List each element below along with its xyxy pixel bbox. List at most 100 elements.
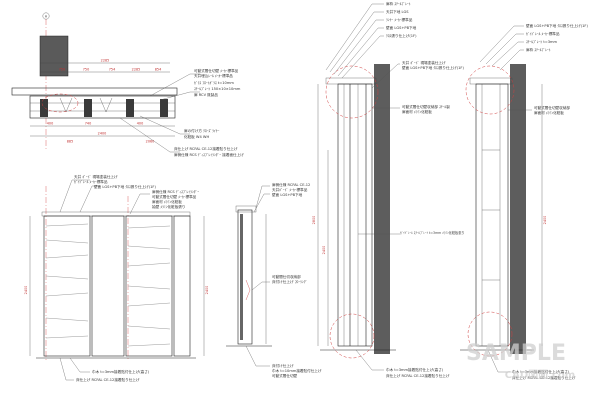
sl-frame xyxy=(337,83,373,347)
sr-note-bottom-0: 巾木 t=3mm接着貼付仕上げ(高さ) xyxy=(512,369,570,374)
plan-note-0: 可動式間仕切壁 ﾒｰｶｰ標準品 xyxy=(194,68,239,73)
sl-note-top-3: 壁面 LGS+PB下地 xyxy=(386,25,417,30)
plan-post-4 xyxy=(160,99,168,117)
sl-wall-dark xyxy=(374,64,390,354)
sr-note-top-3: 扉枠 ｽﾁｰﾙﾌﾟﾚｰﾄ xyxy=(526,47,551,52)
elev-note-3: 扉側仕様 RCS ﾃﾞｨｽﾌﾟﾚｲﾗﾝﾀﾞｰ xyxy=(152,189,199,194)
side-note-1: 天井ﾎﾞｰﾄﾞ ﾒｰｶｰ標準品 xyxy=(272,187,308,192)
sr-leader-bottom xyxy=(487,349,510,373)
sr-dim-0: 2400 xyxy=(543,216,547,225)
wall-block xyxy=(39,35,69,77)
elev-dim-1: 2400 xyxy=(205,286,209,295)
plan-dim-bottom-1: 740 xyxy=(85,122,91,126)
sl-leader-mid-1 xyxy=(371,63,400,89)
sr-frame xyxy=(475,83,509,347)
sr-note-top-0: 壁面 LGS+PB下地 ｸﾛｽ張り仕上げ(1F) xyxy=(526,23,588,28)
plan-note-6: 化粧板 W4 WH xyxy=(184,134,209,139)
side-note-3: 可動間仕切収納部 xyxy=(272,274,301,279)
elev-panel-right xyxy=(125,215,173,357)
sl-dim-0: 2800 xyxy=(312,216,316,225)
side-wall-core xyxy=(240,214,243,340)
sl-note-top-2: ﾗﾝﾅｰ ﾒｰｶｰ標準品 xyxy=(386,17,413,22)
section-left-top-leaders xyxy=(325,3,384,79)
watermark-site: CAD図面.com xyxy=(505,369,575,381)
section-right-top-leaders xyxy=(479,25,524,71)
sl-note-top-0: 扉枠 ｽﾁｰﾙﾌﾟﾚｰﾄ xyxy=(386,1,411,6)
plan-dim-bottom-3: 2400 xyxy=(98,132,107,136)
plan-dim-bottom-2: 400 xyxy=(137,122,143,126)
plan-dim-bottom-5: 2060 xyxy=(146,140,155,144)
plan-post-1 xyxy=(40,99,48,117)
plan-dim-top-5: 854 xyxy=(155,68,161,72)
side-head xyxy=(235,205,257,213)
plan-note-7: 床仕上げ RCFAL CE-12接着貼り仕上げ xyxy=(174,146,238,151)
watermark-text: SAMPLE xyxy=(466,341,566,366)
elev-leader-5 xyxy=(59,357,74,381)
elev-note-4: 可動式間仕切壁 ﾒｰｶｰ標準品 xyxy=(152,194,197,199)
side-note-2: 壁面 LGS+PB下地 xyxy=(272,192,303,197)
plan-partition-body xyxy=(29,95,176,119)
sl-note-top-1: 天井下地 LGS xyxy=(386,9,409,14)
sr-note-top-1: ｶﾞｲﾄﾞﾚｰﾙ ﾒｰｶｰ標準品 xyxy=(526,31,560,36)
sl-leader-bottom xyxy=(355,349,384,371)
elev-note-bottom-0: 巾木 t=3mm接着貼付仕上げ(高さ) xyxy=(92,369,150,374)
plan-dim-top-4: 2285 xyxy=(132,68,141,72)
sl-note-mid-0: 天井 ﾎﾞｰﾄﾞ 現場塗装仕上げ xyxy=(402,60,446,65)
sl-note-top-4: ｸﾛｽ張り仕上げ(1F) xyxy=(386,33,417,38)
elev-note-6: 袖壁 ﾒﾗﾐﾝ化粧板張り xyxy=(152,204,186,209)
side-note-0: 扉側仕様 RCFAL CE-12 xyxy=(272,182,310,187)
side-note-bottom-2: 可動式間仕切壁 xyxy=(272,373,298,378)
side-detail-mark xyxy=(245,279,251,301)
side-note-bottom-1: 巾木 t=10mm接着貼付仕上げ xyxy=(272,368,322,373)
section-left-view: 扉枠 ｽﾁｰﾙﾌﾟﾚｰﾄ 天井下地 LGS ﾗﾝﾅｰ ﾒｰｶｰ標準品 壁面 LG… xyxy=(312,1,465,378)
plan-note-8: 扉側仕様 RCS ﾃﾞｨｽﾌﾟﾚｲﾗﾝﾀﾞｰ 接着面仕上げ xyxy=(174,152,244,157)
elev-wood-grain xyxy=(45,223,171,347)
sl-detail-circle-bottom xyxy=(329,313,375,359)
side-leader-1 xyxy=(255,185,270,209)
plan-dim-top-3: 754 xyxy=(109,68,115,72)
plan-dim-bottom-4: 885 xyxy=(67,140,73,144)
side-leader-4 xyxy=(245,345,270,367)
elev-note-5: 扉面材 ﾒﾗﾐﾝ化粧板 xyxy=(152,199,182,204)
side-wall xyxy=(237,209,253,345)
elev-panel-open-2 xyxy=(173,215,191,357)
elev-leader-4 xyxy=(69,357,90,373)
plan-post-2 xyxy=(84,99,92,117)
sr-ceiling xyxy=(469,77,513,85)
elev-note-0: 天井 ﾎﾞｰﾄﾞ 現場塗装仕上げ xyxy=(74,174,118,179)
sr-note-top-2: ｽﾁｰﾙﾌﾟﾚｰﾄ t=3mm xyxy=(526,39,558,44)
plan-dim-top-0: 2285 xyxy=(101,59,110,63)
sl-note-side: ｶﾞｲﾄﾞﾚｰﾙ ｽﾁｰﾙﾌﾟﾚｰﾄ t=3mm ﾒﾗﾐﾝ化粧板張り xyxy=(400,230,465,235)
plan-hatch xyxy=(59,97,113,113)
elev-panel-left xyxy=(43,215,91,357)
elev-head-rail xyxy=(41,211,191,217)
sl-note-mid-3: 扉面材 ﾒﾗﾐﾝ化粧板 xyxy=(402,109,432,114)
sl-note-bottom-1: 床仕上げ RCFAL CE-12接着貼り仕上げ xyxy=(386,373,450,378)
plan-leader-2 xyxy=(159,91,200,101)
plan-dim-top-2: 750 xyxy=(83,68,89,72)
plan-note-5: 扉の付け方 ｸﾛｰｽﾞﾗｲﾅｰ xyxy=(184,128,219,133)
plan-post-3 xyxy=(126,99,134,117)
elev-leader-3 xyxy=(129,193,150,215)
side-note-bottom-0: 床付け仕上げ xyxy=(272,363,294,368)
elevation-view: 2400 2400 天井 ﾎﾞｰﾄﾞ 現場塗装仕上げ ｶﾞｲﾄﾞﾚｰﾙ ﾒｰｶｰ… xyxy=(24,174,209,382)
elev-leader-1 xyxy=(59,179,90,213)
sl-ceiling xyxy=(325,77,377,85)
sl-detail-circle-top xyxy=(325,65,379,119)
sr-detail-circle-top xyxy=(465,65,515,115)
sr-note-mid-0: 可動式間仕切壁収納部 xyxy=(534,105,570,110)
elev-note-2: 壁面 LGS+PB下地 ｸﾛｽ張り仕上げ(1F) xyxy=(94,184,156,189)
sr-note-bottom-1: 床仕上げ RCFAL CE-12接着貼り仕上げ xyxy=(512,375,576,380)
plan-dim-top-1: 750 xyxy=(59,68,65,72)
sr-detail-circle-bottom xyxy=(467,311,513,357)
plan-note-4: 扉 RCV 既製品 xyxy=(194,92,218,97)
side-leader-2 xyxy=(253,193,270,213)
elev-dim-0: 2400 xyxy=(24,286,28,295)
side-leader-3 xyxy=(251,281,270,291)
plan-note-1: 天井埋込ﾚｰﾙ ﾒｰｶｰ標準品 xyxy=(194,73,233,78)
plan-leader-1 xyxy=(149,73,200,97)
plan-leader-4 xyxy=(119,117,180,153)
sr-note-mid-1: 扉面材 ﾒﾗﾐﾝ化粧板 xyxy=(534,110,564,115)
